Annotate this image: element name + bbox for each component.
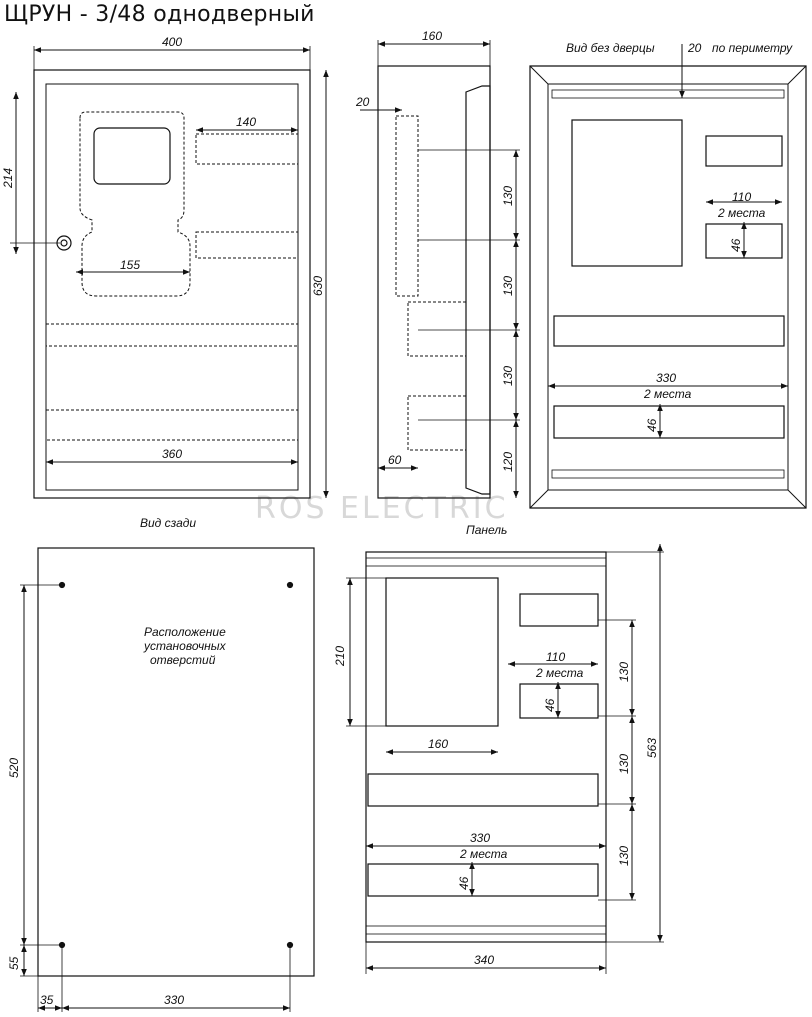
rear-dim-height: 630 (311, 276, 325, 296)
watermark: ROS ELECTRIC (255, 491, 509, 526)
front-places-b: 2 места (643, 387, 692, 401)
rear-din-rail-4 (45, 409, 299, 441)
front-caption: Вид без дверцы (566, 41, 655, 55)
rear-caption: Вид сзади (140, 516, 196, 530)
mounting-view (20, 547, 315, 1012)
mounting-back-plate (37, 547, 315, 977)
mount-hole-br (286, 941, 294, 949)
rear-view (10, 46, 329, 499)
panel-dim-210: 210 (333, 646, 347, 667)
front-dim-46b: 46 (645, 418, 659, 432)
panel-module-a (519, 683, 599, 719)
rear-dim-214: 214 (1, 168, 15, 189)
side-breaker-1 (407, 301, 467, 357)
side-dim-depth: 160 (422, 29, 442, 43)
panel-places-a: 2 места (535, 666, 584, 680)
mount-hole-tr (286, 581, 294, 589)
side-dim-h1: 130 (501, 186, 515, 206)
front-places-a: 2 места (717, 206, 766, 220)
front-perimeter-value: 20 (687, 41, 702, 55)
side-dim-h4: 120 (501, 452, 515, 472)
rear-dim-155: 155 (120, 258, 140, 272)
rear-outer-frame (33, 69, 311, 499)
panel-dim-160: 160 (428, 737, 448, 751)
mounting-dim-35: 35 (40, 993, 54, 1007)
rear-dim-360: 360 (162, 447, 182, 461)
mounting-label-3: отверстий (150, 653, 216, 667)
rear-inner-frame (45, 83, 299, 491)
panel-plate (365, 551, 607, 943)
side-body (377, 65, 491, 499)
side-dim-h2: 130 (501, 276, 515, 296)
mounting-label-1: Расположение (144, 625, 226, 639)
front-dim-110: 110 (732, 190, 751, 204)
mount-hole-tl (58, 581, 66, 589)
panel-din-rail-2 (367, 863, 599, 897)
panel-dim-46a: 46 (543, 698, 557, 712)
side-dim-60: 60 (388, 453, 402, 467)
panel-places-b: 2 места (459, 847, 508, 861)
panel-dim-46b: 46 (457, 876, 471, 890)
rear-dim-140: 140 (236, 115, 256, 129)
panel-dim-330: 330 (470, 831, 490, 845)
front-din-rail-1 (553, 315, 785, 347)
mounting-label-2: установочных (143, 639, 227, 653)
panel-view (346, 544, 664, 974)
side-breaker-2 (407, 395, 467, 451)
front-meter-block (571, 119, 683, 267)
side-view (360, 40, 520, 499)
mount-hole-bl (58, 941, 66, 949)
panel-small-block (519, 593, 599, 627)
side-dim-h3: 130 (501, 366, 515, 386)
rear-dim-width: 400 (162, 35, 182, 49)
front-din-rail-2 (553, 405, 785, 439)
panel-dim-v130b: 130 (617, 754, 631, 774)
front-view (529, 44, 807, 509)
mounting-dim-55: 55 (7, 956, 21, 970)
panel-dim-v130c: 130 (617, 846, 631, 866)
page-title: ЩРУН - 3/48 однодверный (4, 2, 315, 27)
front-small-block (705, 135, 783, 167)
panel-caption: Панель (466, 523, 507, 537)
mounting-dim-520: 520 (7, 758, 21, 778)
side-door (465, 85, 491, 495)
rear-din-rail-2 (195, 231, 299, 259)
front-perimeter-label: по периметру (712, 41, 793, 55)
rear-din-rail-3 (45, 323, 299, 347)
panel-dim-v130a: 130 (617, 662, 631, 682)
panel-meter-block (385, 577, 499, 727)
side-dim-20: 20 (355, 95, 370, 109)
panel-dim-110: 110 (546, 650, 565, 664)
front-dim-46a: 46 (729, 238, 743, 252)
panel-dim-340: 340 (474, 953, 494, 967)
meter-window (93, 127, 171, 185)
mounting-dim-330: 330 (164, 993, 184, 1007)
panel-dim-563: 563 (645, 738, 659, 758)
side-mount-plate (395, 115, 419, 297)
rear-din-rail-1 (195, 133, 299, 165)
panel-din-rail-1 (367, 773, 599, 807)
front-dim-330: 330 (656, 371, 676, 385)
